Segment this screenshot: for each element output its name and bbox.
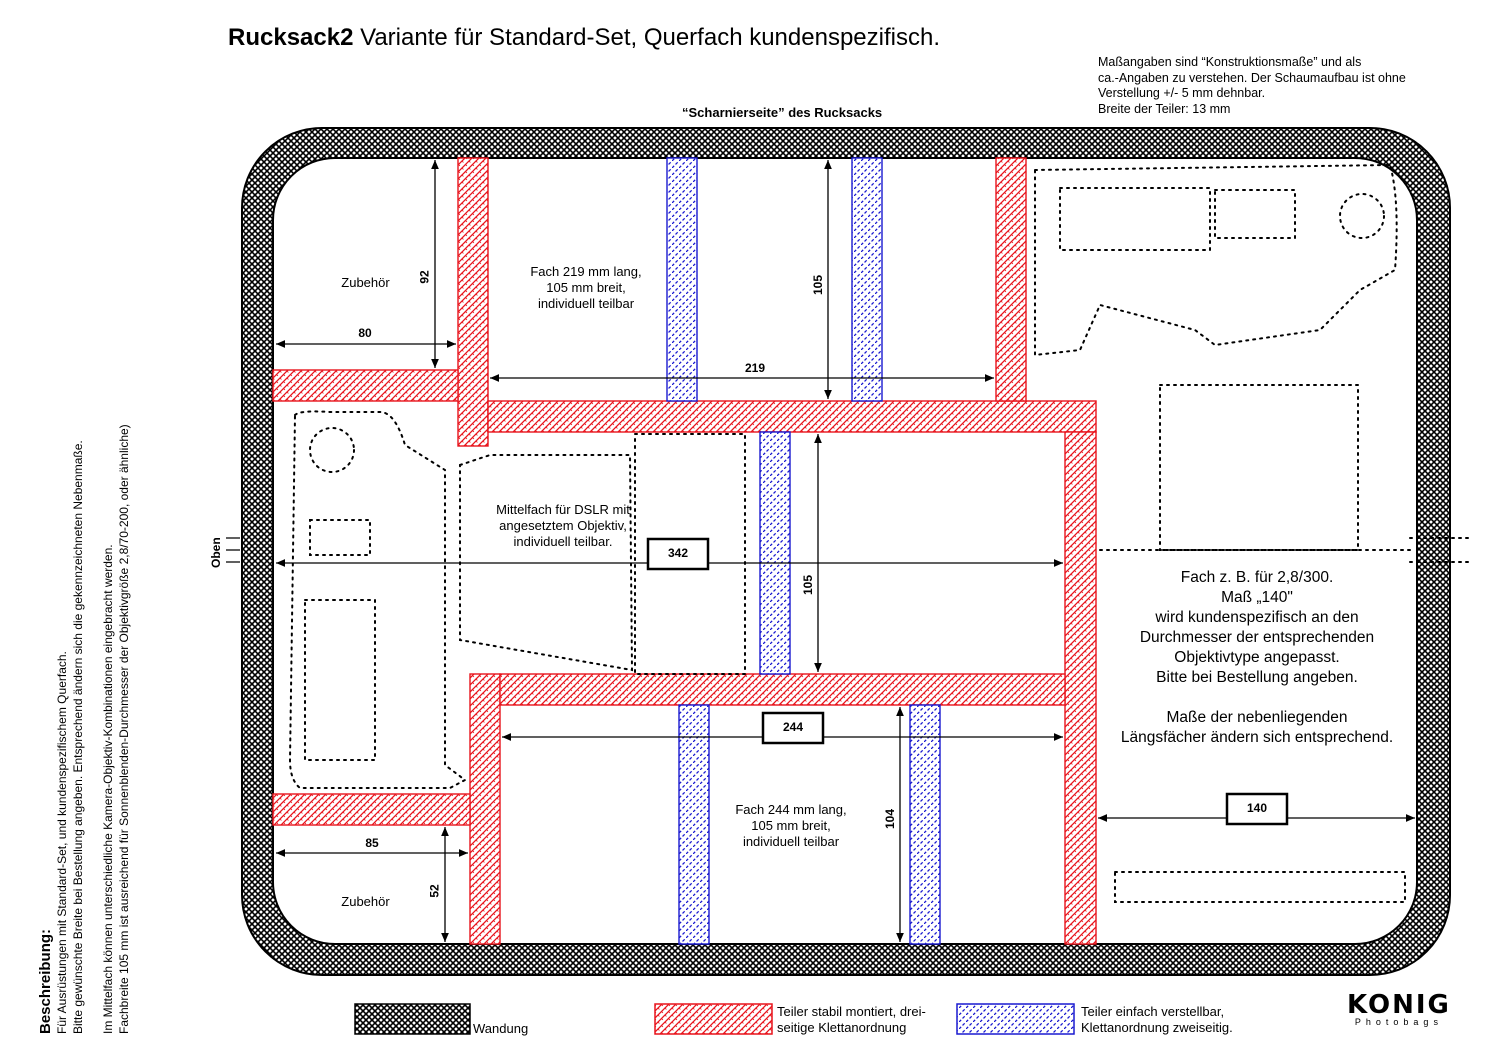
divider-adjustable	[678, 704, 710, 945]
legend-adjustable-swatch	[956, 1003, 1075, 1035]
dim-244: 244	[782, 720, 804, 734]
divider-fixed	[469, 673, 501, 945]
divider-fixed	[457, 157, 489, 447]
compartment-querfach: Fach z. B. für 2,8/300.Maß „140"wird kun…	[1120, 569, 1394, 746]
divider-adjustable	[851, 157, 883, 402]
compartment-zubehoer-bottom: Zubehör	[341, 894, 390, 909]
dim-140: 140	[1246, 801, 1268, 815]
legend-fixed-swatch	[654, 1003, 773, 1035]
dim-219: 219	[744, 361, 766, 375]
hinge-side-label: “Scharnierseite” des Rucksacks	[682, 105, 883, 120]
divider-adjustable	[759, 431, 791, 675]
divider-fixed	[272, 793, 471, 826]
top-side-label: Oben	[209, 537, 223, 568]
compartment-fach-bottom: Fach 244 mm lang,105 mm breit,individuel…	[735, 802, 847, 849]
brand-logo: KONIG Photobags	[1347, 990, 1451, 1027]
dim-80: 80	[358, 326, 372, 340]
measurement-note: Maßangaben sind “Konstruktionsmaße” und …	[1098, 55, 1406, 116]
divider-adjustable	[909, 704, 941, 945]
outer-wall	[241, 127, 1451, 976]
legend-adjustable-label: Teiler einfach verstellbar,Klettanordnun…	[1081, 1004, 1233, 1035]
legend-wall-label: Wandung	[473, 1021, 529, 1036]
page-title: Rucksack2 Variante für Standard-Set, Que…	[228, 24, 940, 51]
compartment-fach-top: Fach 219 mm lang,105 mm breit,individuel…	[530, 264, 642, 311]
divider-fixed	[995, 157, 1027, 402]
dim-105-top: 105	[811, 274, 826, 296]
divider-fixed	[499, 673, 1066, 706]
dim-104: 104	[883, 808, 898, 830]
camera-outline	[288, 410, 467, 789]
dim-342: 342	[667, 546, 689, 560]
description-block: Beschreibung: Für Ausrüstungen mit Stand…	[37, 424, 131, 1034]
legend-fixed-label: Teiler stabil montiert, drei-seitige Kle…	[777, 1004, 926, 1035]
divider-adjustable	[666, 157, 698, 402]
legend-wall-swatch	[354, 1003, 471, 1035]
divider-fixed	[272, 369, 459, 402]
compartment-zubehoer-top: Zubehör	[341, 275, 390, 290]
dim-52: 52	[427, 884, 442, 898]
divider-fixed	[1064, 431, 1097, 945]
lens-outline	[1034, 163, 1398, 357]
divider-fixed	[487, 400, 1097, 433]
dim-105-mid: 105	[801, 574, 816, 596]
dim-92: 92	[417, 270, 432, 284]
dim-85: 85	[365, 836, 379, 850]
